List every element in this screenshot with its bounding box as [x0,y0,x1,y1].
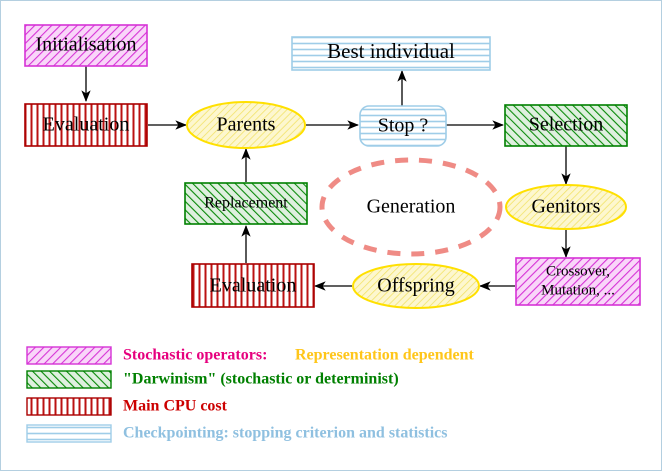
node-crossover-mutation-box[interactable] [515,257,641,306]
node-parents-ellipse[interactable] [186,101,306,149]
node-offspring-label: Offspring [377,275,454,297]
legend-item-darwinism: "Darwinism" (stochastic or determinist) [26,370,399,389]
legend: Stochastic operators: Representation dep… [26,346,474,443]
legend-label-stochastic-part1: Stochastic operators: [123,347,267,364]
legend-swatch-checkpointing [26,424,112,443]
legend-label-cpu: Main CPU cost [123,398,228,415]
node-evaluation-top-label: Evaluation [43,114,130,136]
node-best-individual-box[interactable] [291,36,491,71]
node-offspring[interactable]: Offspring [352,263,480,309]
legend-swatch-stochastic [26,346,112,365]
node-generation-label: Generation [367,196,456,218]
node-evaluation-bottom[interactable]: Evaluation [191,263,315,308]
node-crossover-line2: Mutation, ... [541,282,615,298]
node-evaluation-top[interactable]: Evaluation [24,103,148,147]
generation-dashed-ellipse [319,157,503,257]
node-initialisation[interactable]: Initialisation [24,24,148,67]
node-offspring-ellipse[interactable] [352,263,480,309]
legend-label-checkpointing: Checkpointing: stopping criterion and st… [123,425,447,442]
legend-swatch-darwinism [26,370,112,389]
node-stop-label: Stop ? [378,115,429,137]
node-best-individual[interactable]: Best individual [291,36,491,71]
legend-swatch-cpu [26,397,112,416]
legend-item-cpu: Main CPU cost [26,397,228,416]
node-initialisation-label: Initialisation [35,34,136,56]
node-initialisation-box[interactable] [24,24,148,67]
node-genitors-label: Genitors [532,196,601,218]
node-genitors[interactable]: Genitors [505,184,627,230]
legend-item-checkpointing: Checkpointing: stopping criterion and st… [26,424,447,443]
node-replacement[interactable]: Replacement [184,182,308,225]
edge-layer [81,66,571,291]
legend-item-stochastic: Stochastic operators: Representation dep… [26,346,474,365]
node-parents-label: Parents [217,114,276,136]
node-replacement-label: Replacement [204,195,288,212]
node-replacement-box[interactable] [184,182,308,225]
node-evaluation-top-box[interactable] [24,103,148,147]
legend-label-stochastic-part2: Representation dependent [295,347,474,364]
node-stop[interactable]: Stop ? [359,105,447,147]
legend-label-darwinism: "Darwinism" (stochastic or determinist) [123,371,399,388]
node-crossover-line1: Crossover, [546,263,610,279]
node-selection-label: Selection [529,114,603,136]
node-best-individual-label: Best individual [327,39,455,63]
node-evaluation-bottom-box[interactable] [191,263,315,308]
node-parents[interactable]: Parents [186,101,306,149]
node-selection[interactable]: Selection [504,104,628,147]
node-evaluation-bottom-label: Evaluation [210,275,297,297]
node-selection-box[interactable] [504,104,628,147]
node-crossover-mutation[interactable]: Crossover, Mutation, ... [515,257,641,306]
node-genitors-ellipse[interactable] [505,184,627,230]
node-generation: Generation [319,157,503,257]
node-stop-box[interactable] [359,105,447,147]
